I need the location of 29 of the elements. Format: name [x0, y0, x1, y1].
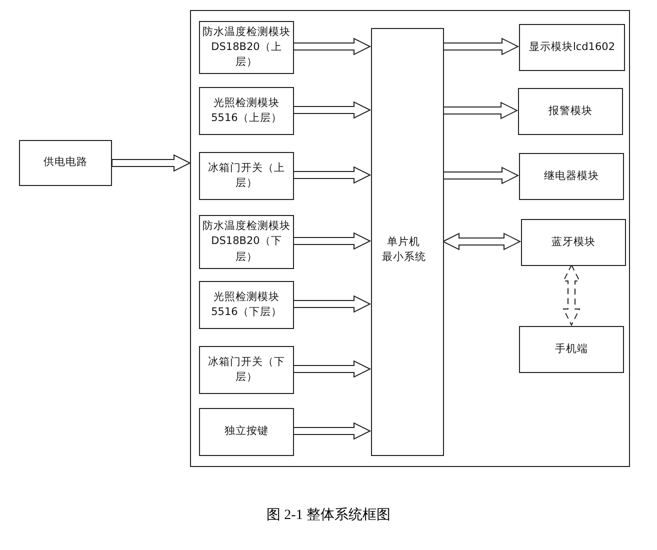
- module-box: 供电电路: [19, 140, 112, 186]
- system-frame: [190, 10, 630, 467]
- module-box: 防水温度检测模块DS18B20（下层）: [199, 215, 294, 269]
- arrow: [292, 360, 372, 378]
- module-box: 光照检测模块5516（下层）: [199, 281, 294, 329]
- arrow: [292, 295, 372, 313]
- arrow: [292, 422, 372, 440]
- arrow: [292, 166, 372, 184]
- arrow: [442, 232, 522, 250]
- arrow: [442, 166, 520, 184]
- arrow: [112, 154, 192, 172]
- module-box: 单片机最小系统: [371, 28, 444, 456]
- module-box: 继电器模块: [519, 153, 624, 200]
- arrow: [442, 38, 520, 56]
- module-box: 报警模块: [518, 88, 623, 135]
- module-box: 独立按键: [199, 408, 294, 456]
- module-box: 蓝牙模块: [521, 219, 626, 266]
- module-box: 冰箱门开关（下层）: [199, 346, 294, 394]
- arrow: [292, 232, 372, 250]
- module-box: 手机端: [519, 326, 624, 373]
- arrow: [292, 101, 372, 119]
- figure-caption: 图 2-1 整体系统框图: [266, 506, 390, 524]
- arrow: [292, 38, 372, 56]
- module-box: 显示模块lcd1602: [519, 24, 625, 71]
- arrow: [562, 264, 580, 326]
- module-box: 光照检测模块5516（上层）: [199, 87, 294, 135]
- arrow: [442, 102, 518, 120]
- module-box: 防水温度检测模块DS18B20（上层）: [199, 21, 294, 74]
- module-box: 冰箱门开关（上层）: [199, 152, 294, 200]
